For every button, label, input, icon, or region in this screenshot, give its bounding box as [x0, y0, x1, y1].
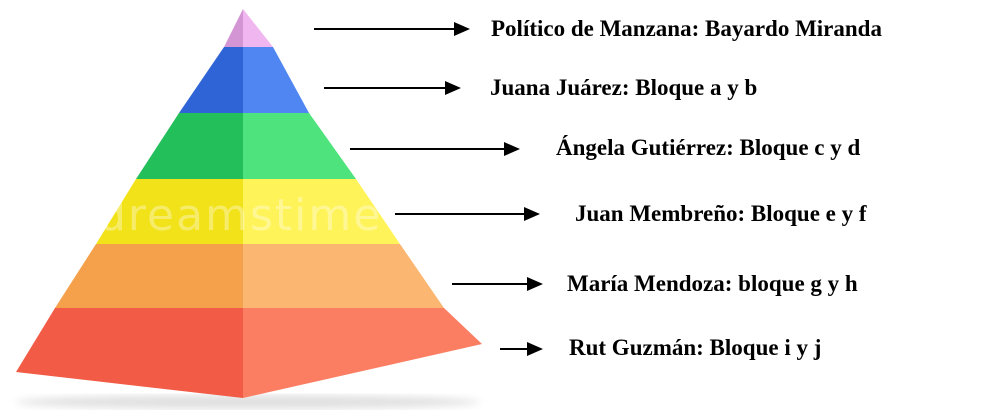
pyramid-shadow	[16, 395, 480, 409]
watermark-text: dreamstime	[98, 190, 382, 241]
tier-3-right-face	[243, 113, 356, 179]
pyramid-tier-5	[55, 244, 444, 308]
tier-4-left-face	[96, 179, 243, 244]
tier-5-right-face	[243, 244, 444, 308]
pyramid-tier-1	[224, 9, 273, 47]
tier-4-right-face	[243, 179, 400, 244]
arrow-3	[350, 142, 520, 156]
tier-6-right-face	[243, 308, 482, 398]
tier-1-label: Político de Manzana: Bayardo Miranda	[491, 16, 882, 41]
tier-5-label: María Mendoza: bloque g y h	[567, 271, 858, 296]
arrow-1	[314, 22, 470, 36]
arrow-4	[395, 207, 540, 221]
tier-3-left-face	[136, 113, 243, 179]
pyramid-tier-2	[179, 47, 309, 113]
arrow-2	[324, 81, 461, 95]
tier-1-right-face	[243, 9, 273, 47]
pyramid-tier-6	[16, 308, 482, 398]
tier-2-right-face	[243, 47, 309, 113]
arrow-4-head	[524, 207, 540, 221]
arrow-6	[500, 342, 543, 356]
arrow-3-head	[504, 142, 520, 156]
arrow-1-head	[454, 22, 470, 36]
tier-4-label: Juan Membreño: Bloque e y f	[575, 201, 867, 226]
tier-2-left-face	[179, 47, 243, 113]
arrow-2-head	[445, 81, 461, 95]
pyramid-tier-3	[136, 113, 356, 179]
arrow-5	[452, 277, 543, 291]
tier-6-left-face	[16, 308, 243, 398]
pyramid-tier-4	[96, 179, 400, 244]
tier-1-left-face	[224, 9, 243, 47]
arrow-6-head	[527, 342, 543, 356]
tier-3-label: Ángela Gutiérrez: Bloque c y d	[556, 135, 860, 160]
tier-6-label: Rut Guzmán: Bloque i y j	[569, 335, 821, 360]
tier-2-label: Juana Juárez: Bloque a y b	[490, 75, 757, 100]
arrow-5-head	[527, 277, 543, 291]
tier-5-left-face	[55, 244, 243, 308]
